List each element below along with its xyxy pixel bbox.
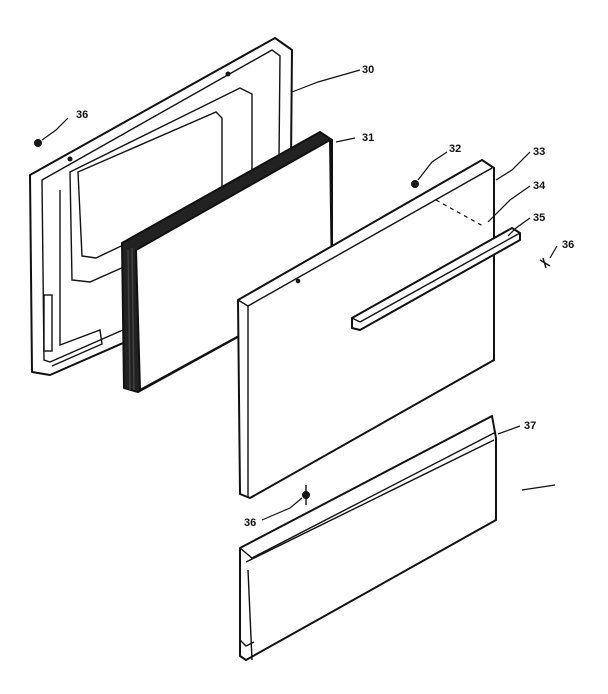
screw-36-right — [539, 257, 551, 269]
callout-34: 34 — [533, 180, 546, 192]
callout-36-right: 36 — [562, 239, 574, 251]
callout-30: 30 — [362, 64, 374, 76]
screw-32 — [411, 180, 419, 188]
outer-door-panel-part-33 — [237, 159, 495, 499]
bottom-panel-part-37 — [239, 415, 497, 661]
leader-lines — [41, 69, 558, 521]
alignment-line — [435, 199, 484, 227]
callout-32: 32 — [449, 143, 461, 155]
door-handle-part-35 — [351, 227, 521, 331]
callout-35: 35 — [533, 212, 545, 224]
callout-31: 31 — [362, 132, 374, 144]
callout-33: 33 — [533, 146, 545, 158]
screw-36-bottom — [302, 485, 310, 505]
callout-36-top-left: 36 — [76, 109, 88, 121]
insulation-part-31 — [121, 131, 333, 393]
callout-36-bottom: 36 — [244, 517, 256, 529]
screw-36-top-left — [34, 139, 42, 147]
callout-37: 37 — [524, 420, 536, 432]
